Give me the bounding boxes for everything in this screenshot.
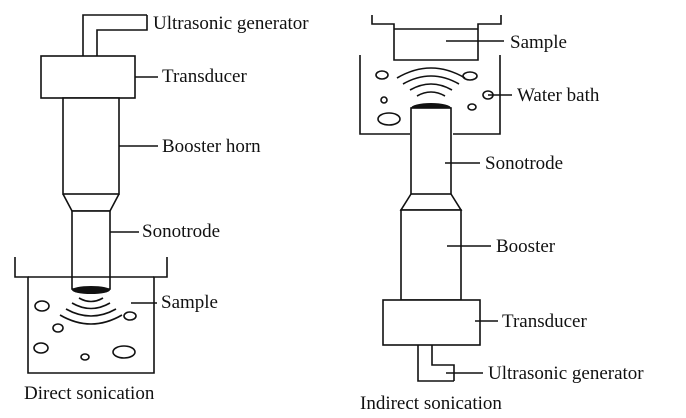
direct-label-sample: Sample	[161, 292, 218, 313]
direct-label-transducer: Transducer	[162, 66, 247, 87]
direct-booster-horn-taper	[62, 193, 120, 212]
direct-ultrasonic-waves	[59, 297, 123, 325]
indirect-sample-beaker	[371, 15, 502, 61]
direct-leader-lines	[110, 76, 158, 304]
indirect-label-transducer: Transducer	[502, 311, 587, 332]
direct-bubbles	[33, 300, 137, 361]
direct-transducer-block	[40, 55, 136, 99]
indirect-sonication-apparatus	[359, 15, 502, 382]
indirect-booster-taper	[399, 193, 463, 211]
indirect-water-bath	[359, 55, 501, 135]
direct-label-booster-horn: Booster horn	[162, 136, 261, 157]
indirect-booster-body	[400, 209, 462, 301]
indirect-label-ultrasonic-generator: Ultrasonic generator	[488, 363, 644, 384]
indirect-label-sample: Sample	[510, 32, 567, 53]
indirect-leader-lines	[445, 40, 512, 374]
direct-booster-horn-body	[62, 97, 120, 195]
direct-caption: Direct sonication	[24, 383, 155, 404]
direct-sonication-apparatus	[14, 14, 168, 374]
indirect-ultrasonic-waves	[396, 67, 466, 97]
indirect-caption: Indirect sonication	[360, 393, 502, 414]
direct-label-ultrasonic-generator: Ultrasonic generator	[153, 13, 309, 34]
indirect-label-sonotrode: Sonotrode	[485, 153, 563, 174]
indirect-label-water-bath: Water bath	[517, 85, 600, 106]
indirect-generator-cable	[417, 345, 455, 382]
indirect-label-booster: Booster	[496, 236, 556, 257]
direct-generator-cable	[82, 14, 148, 56]
indirect-sonotrode-rod	[410, 107, 452, 195]
direct-sonotrode-rod	[71, 210, 111, 290]
direct-sonotrode-tip	[72, 286, 110, 294]
direct-label-sonotrode: Sonotrode	[142, 221, 220, 242]
indirect-transducer-block	[382, 299, 481, 346]
direct-beaker	[14, 257, 168, 374]
